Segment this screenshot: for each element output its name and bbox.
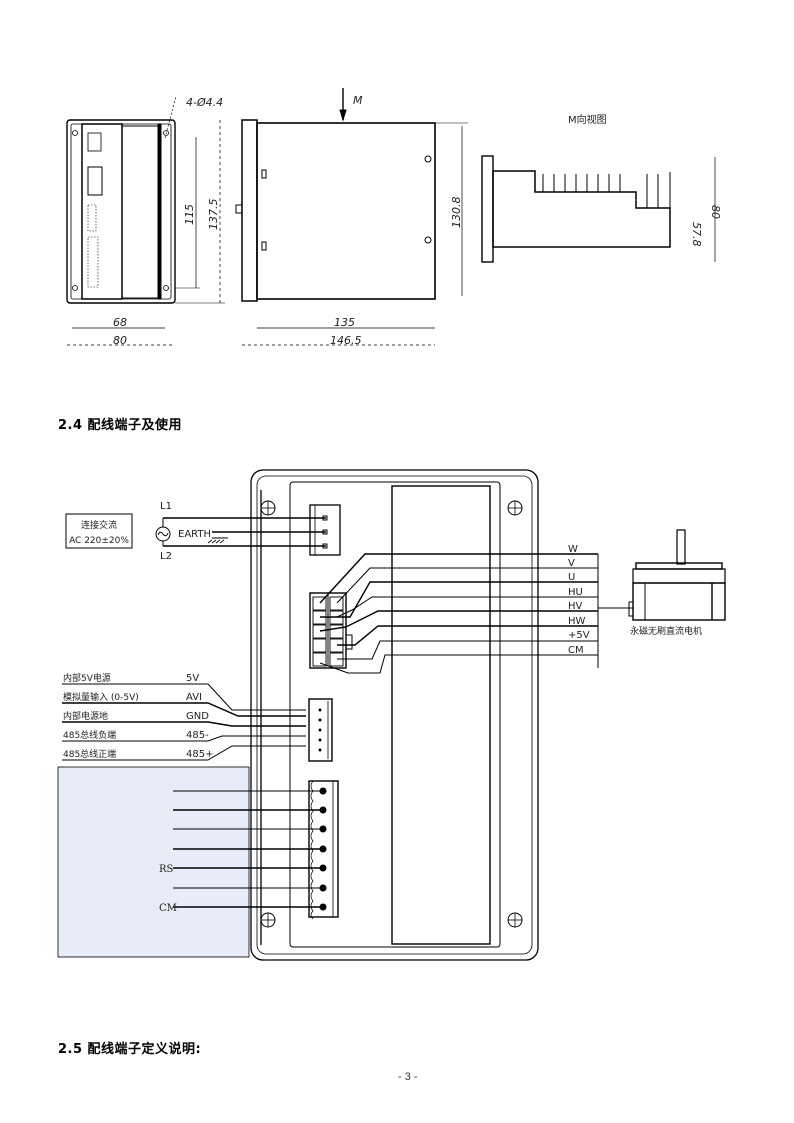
control-desc-avi: 模拟量输入 (0-5V) bbox=[63, 691, 139, 703]
control-5pin-connector bbox=[308, 698, 333, 762]
motor-signal-w: W bbox=[568, 544, 578, 555]
label-l2: L2 bbox=[160, 551, 172, 562]
dim-height: 130.8 bbox=[450, 197, 463, 229]
section-2-5-title: 2.5 配线端子定义说明: bbox=[58, 1042, 202, 1057]
dim-inner-height: 115 bbox=[183, 204, 196, 225]
earth-ground-icon bbox=[207, 539, 225, 544]
dim-m-outer: 80 bbox=[709, 205, 722, 219]
m-view-drawing bbox=[481, 155, 716, 263]
motor-label: 永磁无刷直流电机 bbox=[630, 625, 702, 637]
motor-signal-wires bbox=[319, 553, 634, 674]
motor-signal-hu: HU bbox=[568, 587, 583, 598]
label-l1: L1 bbox=[160, 501, 172, 512]
dim-total-length: 146.5 bbox=[330, 334, 362, 347]
controller-outline bbox=[250, 469, 539, 961]
motor-hall-connector bbox=[309, 592, 353, 669]
section-2-4-title: 2.4 配线端子及使用 bbox=[58, 418, 183, 433]
label-earth: EARTH bbox=[178, 529, 211, 540]
control-desc-485p: 485总线正端 bbox=[63, 748, 116, 760]
motor-signal-5v: +5V bbox=[568, 630, 590, 641]
power-box-line1: 连接交流 bbox=[81, 519, 117, 531]
power-box-line2: AC 220±20% bbox=[69, 536, 129, 546]
control-desc-485n: 485总线负端 bbox=[63, 729, 116, 741]
bldc-motor-icon bbox=[628, 529, 726, 621]
control-desc-gnd: 内部电源地 bbox=[63, 710, 108, 722]
dim-m-inner: 57.8 bbox=[690, 222, 703, 247]
power-source-box bbox=[65, 513, 133, 549]
io-label-cm: CM bbox=[159, 903, 177, 914]
io-control-panel bbox=[57, 766, 250, 958]
dim-outer-height: 137.5 bbox=[207, 199, 220, 231]
power-wires bbox=[163, 517, 326, 547]
io-label-rs: RS bbox=[159, 864, 174, 875]
page-number: - 3 - bbox=[398, 1071, 418, 1083]
io-7pin-terminal bbox=[308, 780, 339, 920]
dim-inner-width: 68 bbox=[113, 316, 127, 329]
control-pin-485p: 485+ bbox=[186, 749, 213, 760]
dim-outer-width: 80 bbox=[113, 334, 127, 347]
dim-body-length: 135 bbox=[334, 316, 355, 329]
control-desc-5v: 内部5V电源 bbox=[63, 672, 111, 684]
view-arrow-label: M bbox=[353, 94, 363, 107]
control-signal-lines bbox=[62, 683, 306, 761]
control-pin-avi: AVI bbox=[186, 692, 202, 703]
front-view-drawing bbox=[66, 95, 225, 346]
m-view-title: M向视图 bbox=[568, 113, 607, 126]
motor-signal-v: V bbox=[568, 558, 575, 569]
hole-spec-label: 4-Ø4.4 bbox=[186, 96, 223, 109]
side-view-drawing bbox=[235, 88, 468, 346]
motor-signal-hw: HW bbox=[568, 616, 586, 627]
power-terminal-connector bbox=[309, 504, 341, 556]
control-pin-485n: 485- bbox=[186, 730, 209, 741]
io-wires bbox=[173, 790, 322, 908]
motor-signal-hv: HV bbox=[568, 601, 583, 612]
control-pin-5v: 5V bbox=[186, 673, 199, 684]
motor-signal-u: U bbox=[568, 572, 575, 583]
control-pin-gnd: GND bbox=[186, 711, 209, 722]
motor-signal-cm: CM bbox=[568, 645, 584, 656]
ac-source-icon bbox=[155, 518, 171, 546]
